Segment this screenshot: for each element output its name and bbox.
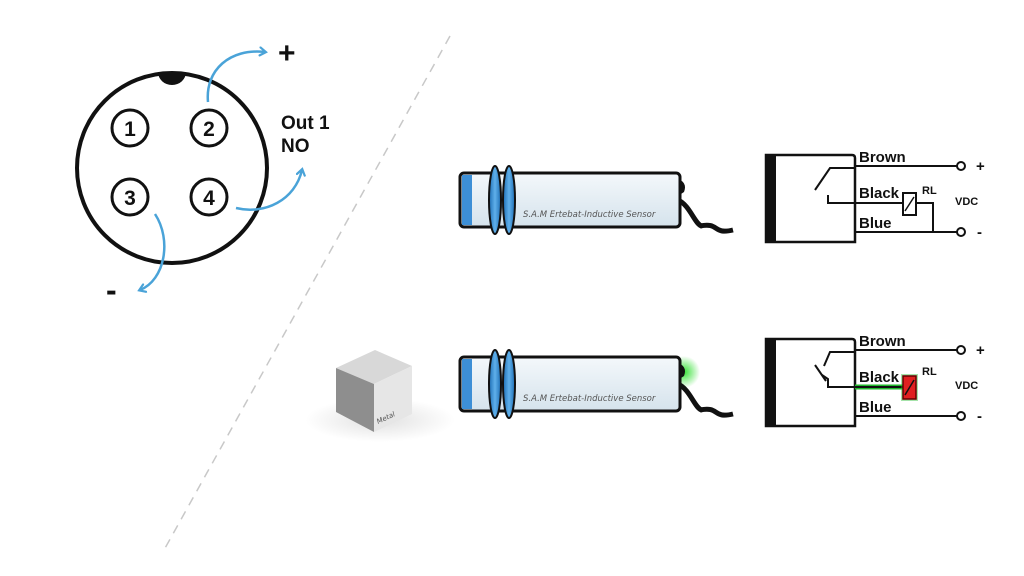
sensor-label: S.A.M Ertebat-Inductive Sensor	[523, 210, 656, 220]
relay-label: RL	[922, 366, 937, 378]
output-label: Out 1	[281, 113, 330, 134]
sensor-idle: S.A.M Ertebat-Inductive Sensor	[458, 165, 734, 235]
vdc-label: VDC	[955, 196, 978, 208]
pin-3: 3	[110, 177, 150, 217]
pin-1-label: 1	[124, 118, 136, 141]
pin-3-label: 3	[124, 187, 136, 210]
brown-wire-label: Brown	[859, 333, 906, 350]
relay-label: RL	[922, 185, 937, 197]
black-wire-label: Black	[859, 369, 900, 386]
arrow-output	[235, 170, 302, 211]
plus-terminal-label: +	[976, 158, 985, 175]
plus-label: +	[278, 37, 296, 70]
vdc-label: VDC	[955, 380, 978, 392]
pin-1: 1	[110, 108, 150, 148]
connector-pinout: 1 2 3 4 + - Out 1 NO	[75, 37, 330, 308]
arrow-plus	[206, 52, 265, 103]
sensor-label: S.A.M Ertebat-Inductive Sensor	[523, 394, 656, 404]
arrow-minus	[140, 213, 166, 290]
pin-2-label: 2	[203, 118, 215, 141]
minus-terminal-label: -	[977, 224, 982, 241]
dashed-divider	[163, 35, 451, 551]
circuit-idle: Brown Black Blue RL VDC + -	[764, 149, 985, 244]
pin-2: 2	[189, 108, 229, 148]
sensor-active: S.A.M Ertebat-Inductive Sensor	[458, 349, 734, 419]
pin-4: 4	[189, 177, 229, 217]
circuit-active: Brown Black Blue RL VDC + -	[764, 333, 985, 428]
metal-block: Metal	[305, 350, 455, 442]
black-wire-label: Black	[859, 185, 900, 202]
blue-wire-label: Blue	[859, 399, 892, 416]
minus-label: -	[106, 272, 117, 308]
brown-wire-label: Brown	[859, 149, 906, 166]
pin-4-label: 4	[203, 187, 215, 210]
plus-terminal-label: +	[976, 342, 985, 359]
blue-wire-label: Blue	[859, 215, 892, 232]
minus-terminal-label: -	[977, 408, 982, 425]
output-type-label: NO	[281, 136, 310, 157]
